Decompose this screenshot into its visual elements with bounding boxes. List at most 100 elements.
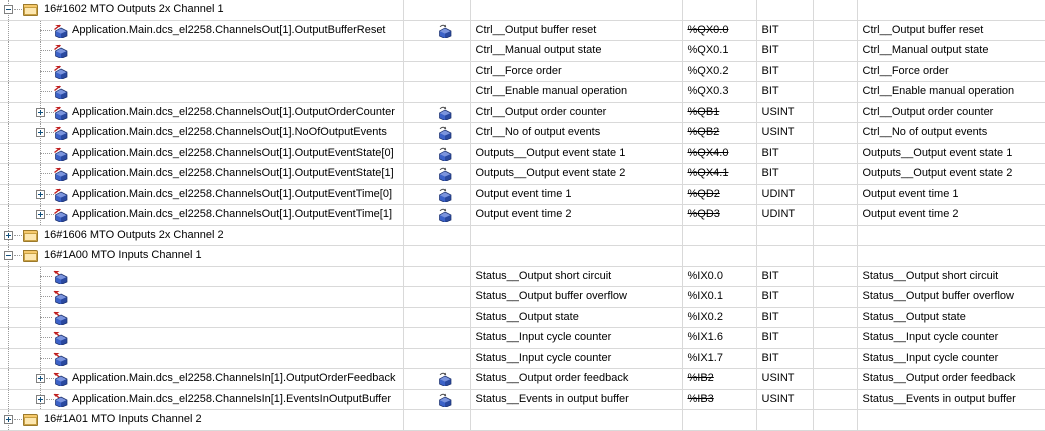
plus-box-icon[interactable] <box>36 128 45 137</box>
variable-cell[interactable] <box>0 286 404 308</box>
unit-cell[interactable] <box>813 204 858 226</box>
tree-variable-row[interactable]: Application.Main.dcs_el2258.ChannelsOut[… <box>0 102 1045 123</box>
description-cell[interactable]: Outputs__Output event state 2 <box>857 163 1045 185</box>
variable-cell[interactable] <box>0 327 404 349</box>
description-cell[interactable]: Ctrl__Enable manual operation <box>857 81 1045 103</box>
variable-cell[interactable] <box>0 40 404 62</box>
tree-variable-row[interactable]: Application.Main.dcs_el2258.ChannelsOut[… <box>0 184 1045 205</box>
description-cell[interactable]: Status__Output short circuit <box>857 266 1045 287</box>
channel-cell[interactable] <box>470 225 683 246</box>
tree-variable-row[interactable]: Application.Main.dcs_el2258.ChannelsOut[… <box>0 163 1045 185</box>
mapping-cell[interactable] <box>403 327 471 349</box>
unit-cell[interactable] <box>813 184 858 205</box>
channel-cell[interactable]: Status__Output short circuit <box>470 266 683 287</box>
address-cell[interactable]: %QX0.2 <box>682 61 757 82</box>
mapping-cell[interactable] <box>403 348 471 369</box>
unit-cell[interactable] <box>813 389 858 410</box>
variable-cell[interactable]: Application.Main.dcs_el2258.ChannelsOut[… <box>0 204 404 226</box>
type-cell[interactable]: BIT <box>756 20 814 41</box>
address-cell[interactable] <box>682 0 757 21</box>
channel-cell[interactable]: Ctrl__Manual output state <box>470 40 683 62</box>
mapping-cell[interactable] <box>403 225 471 246</box>
description-cell[interactable] <box>857 225 1045 246</box>
mapping-cell[interactable] <box>403 409 471 431</box>
plus-box-icon[interactable] <box>36 210 45 219</box>
tree-variable-row[interactable]: Application.Main.dcs_el2258.ChannelsOut[… <box>0 122 1045 144</box>
tree-group-row[interactable]: 16#1A01 MTO Inputs Channel 2 <box>0 409 1045 431</box>
type-cell[interactable] <box>756 225 814 246</box>
plus-box-icon[interactable] <box>4 230 13 240</box>
channel-cell[interactable]: Status__Input cycle counter <box>470 327 683 349</box>
mapping-cell[interactable] <box>403 368 471 390</box>
address-cell[interactable] <box>682 245 757 267</box>
address-cell[interactable]: %QD2 <box>682 184 757 205</box>
channel-cell[interactable]: Outputs__Output event state 1 <box>470 143 683 164</box>
mapping-cell[interactable] <box>403 163 471 185</box>
tree-variable-row[interactable]: Application.Main.dcs_el2258.ChannelsOut[… <box>0 143 1045 164</box>
type-cell[interactable]: BIT <box>756 286 814 308</box>
unit-cell[interactable] <box>813 163 858 185</box>
address-cell[interactable] <box>682 409 757 431</box>
description-cell[interactable]: Status__Output order feedback <box>857 368 1045 390</box>
minus-box-icon[interactable] <box>4 5 13 14</box>
variable-cell[interactable]: Application.Main.dcs_el2258.ChannelsIn[1… <box>0 368 404 390</box>
plus-box-icon[interactable] <box>4 415 13 424</box>
variable-cell[interactable]: 16#1A00 MTO Inputs Channel 1 <box>0 245 404 267</box>
address-cell[interactable]: %IX0.0 <box>682 266 757 287</box>
description-cell[interactable]: Ctrl__Output order counter <box>857 102 1045 123</box>
type-cell[interactable] <box>756 409 814 431</box>
channel-cell[interactable] <box>470 0 683 21</box>
channel-cell[interactable] <box>470 409 683 431</box>
unit-cell[interactable] <box>813 40 858 62</box>
type-cell[interactable]: BIT <box>756 327 814 349</box>
channel-cell[interactable]: Output event time 1 <box>470 184 683 205</box>
description-cell[interactable]: Outputs__Output event state 1 <box>857 143 1045 164</box>
description-cell[interactable]: Ctrl__Manual output state <box>857 40 1045 62</box>
address-cell[interactable]: %QD3 <box>682 204 757 226</box>
description-cell[interactable] <box>857 0 1045 21</box>
address-cell[interactable]: %QB1 <box>682 102 757 123</box>
description-cell[interactable]: Ctrl__No of output events <box>857 122 1045 144</box>
mapping-cell[interactable] <box>403 61 471 82</box>
channel-cell[interactable]: Status__Events in output buffer <box>470 389 683 410</box>
address-cell[interactable]: %IX1.7 <box>682 348 757 369</box>
mapping-cell[interactable] <box>403 102 471 123</box>
type-cell[interactable]: BIT <box>756 163 814 185</box>
mapping-cell[interactable] <box>403 307 471 328</box>
channel-cell[interactable]: Ctrl__Output buffer reset <box>470 20 683 41</box>
description-cell[interactable]: Status__Output state <box>857 307 1045 328</box>
mapping-cell[interactable] <box>403 286 471 308</box>
variable-cell[interactable]: 16#1606 MTO Outputs 2x Channel 2 <box>0 225 404 246</box>
channel-cell[interactable]: Status__Output buffer overflow <box>470 286 683 308</box>
plus-box-icon[interactable] <box>36 394 45 404</box>
unit-cell[interactable] <box>813 266 858 287</box>
address-cell[interactable]: %IB3 <box>682 389 757 410</box>
variable-cell[interactable]: Application.Main.dcs_el2258.ChannelsOut[… <box>0 143 404 164</box>
tree-group-row[interactable]: 16#1A00 MTO Inputs Channel 1 <box>0 245 1045 267</box>
address-cell[interactable]: %QX0.0 <box>682 20 757 41</box>
variable-cell[interactable] <box>0 266 404 287</box>
description-cell[interactable]: Output event time 2 <box>857 204 1045 226</box>
variable-cell[interactable]: 16#1602 MTO Outputs 2x Channel 1 <box>0 0 404 21</box>
channel-cell[interactable]: Status__Input cycle counter <box>470 348 683 369</box>
variable-cell[interactable]: Application.Main.dcs_el2258.ChannelsOut[… <box>0 163 404 185</box>
variable-cell[interactable]: Application.Main.dcs_el2258.ChannelsOut[… <box>0 122 404 144</box>
description-cell[interactable]: Status__Input cycle counter <box>857 348 1045 369</box>
variable-cell[interactable]: 16#1A01 MTO Inputs Channel 2 <box>0 409 404 431</box>
unit-cell[interactable] <box>813 122 858 144</box>
channel-cell[interactable] <box>470 245 683 267</box>
channel-cell[interactable]: Ctrl__Output order counter <box>470 102 683 123</box>
type-cell[interactable]: USINT <box>756 122 814 144</box>
unit-cell[interactable] <box>813 143 858 164</box>
tree-variable-row[interactable]: Application.Main.dcs_el2258.ChannelsOut[… <box>0 20 1045 41</box>
channel-cell[interactable]: Ctrl__Enable manual operation <box>470 81 683 103</box>
plus-box-icon[interactable] <box>36 374 45 383</box>
address-cell[interactable]: %IX0.2 <box>682 307 757 328</box>
